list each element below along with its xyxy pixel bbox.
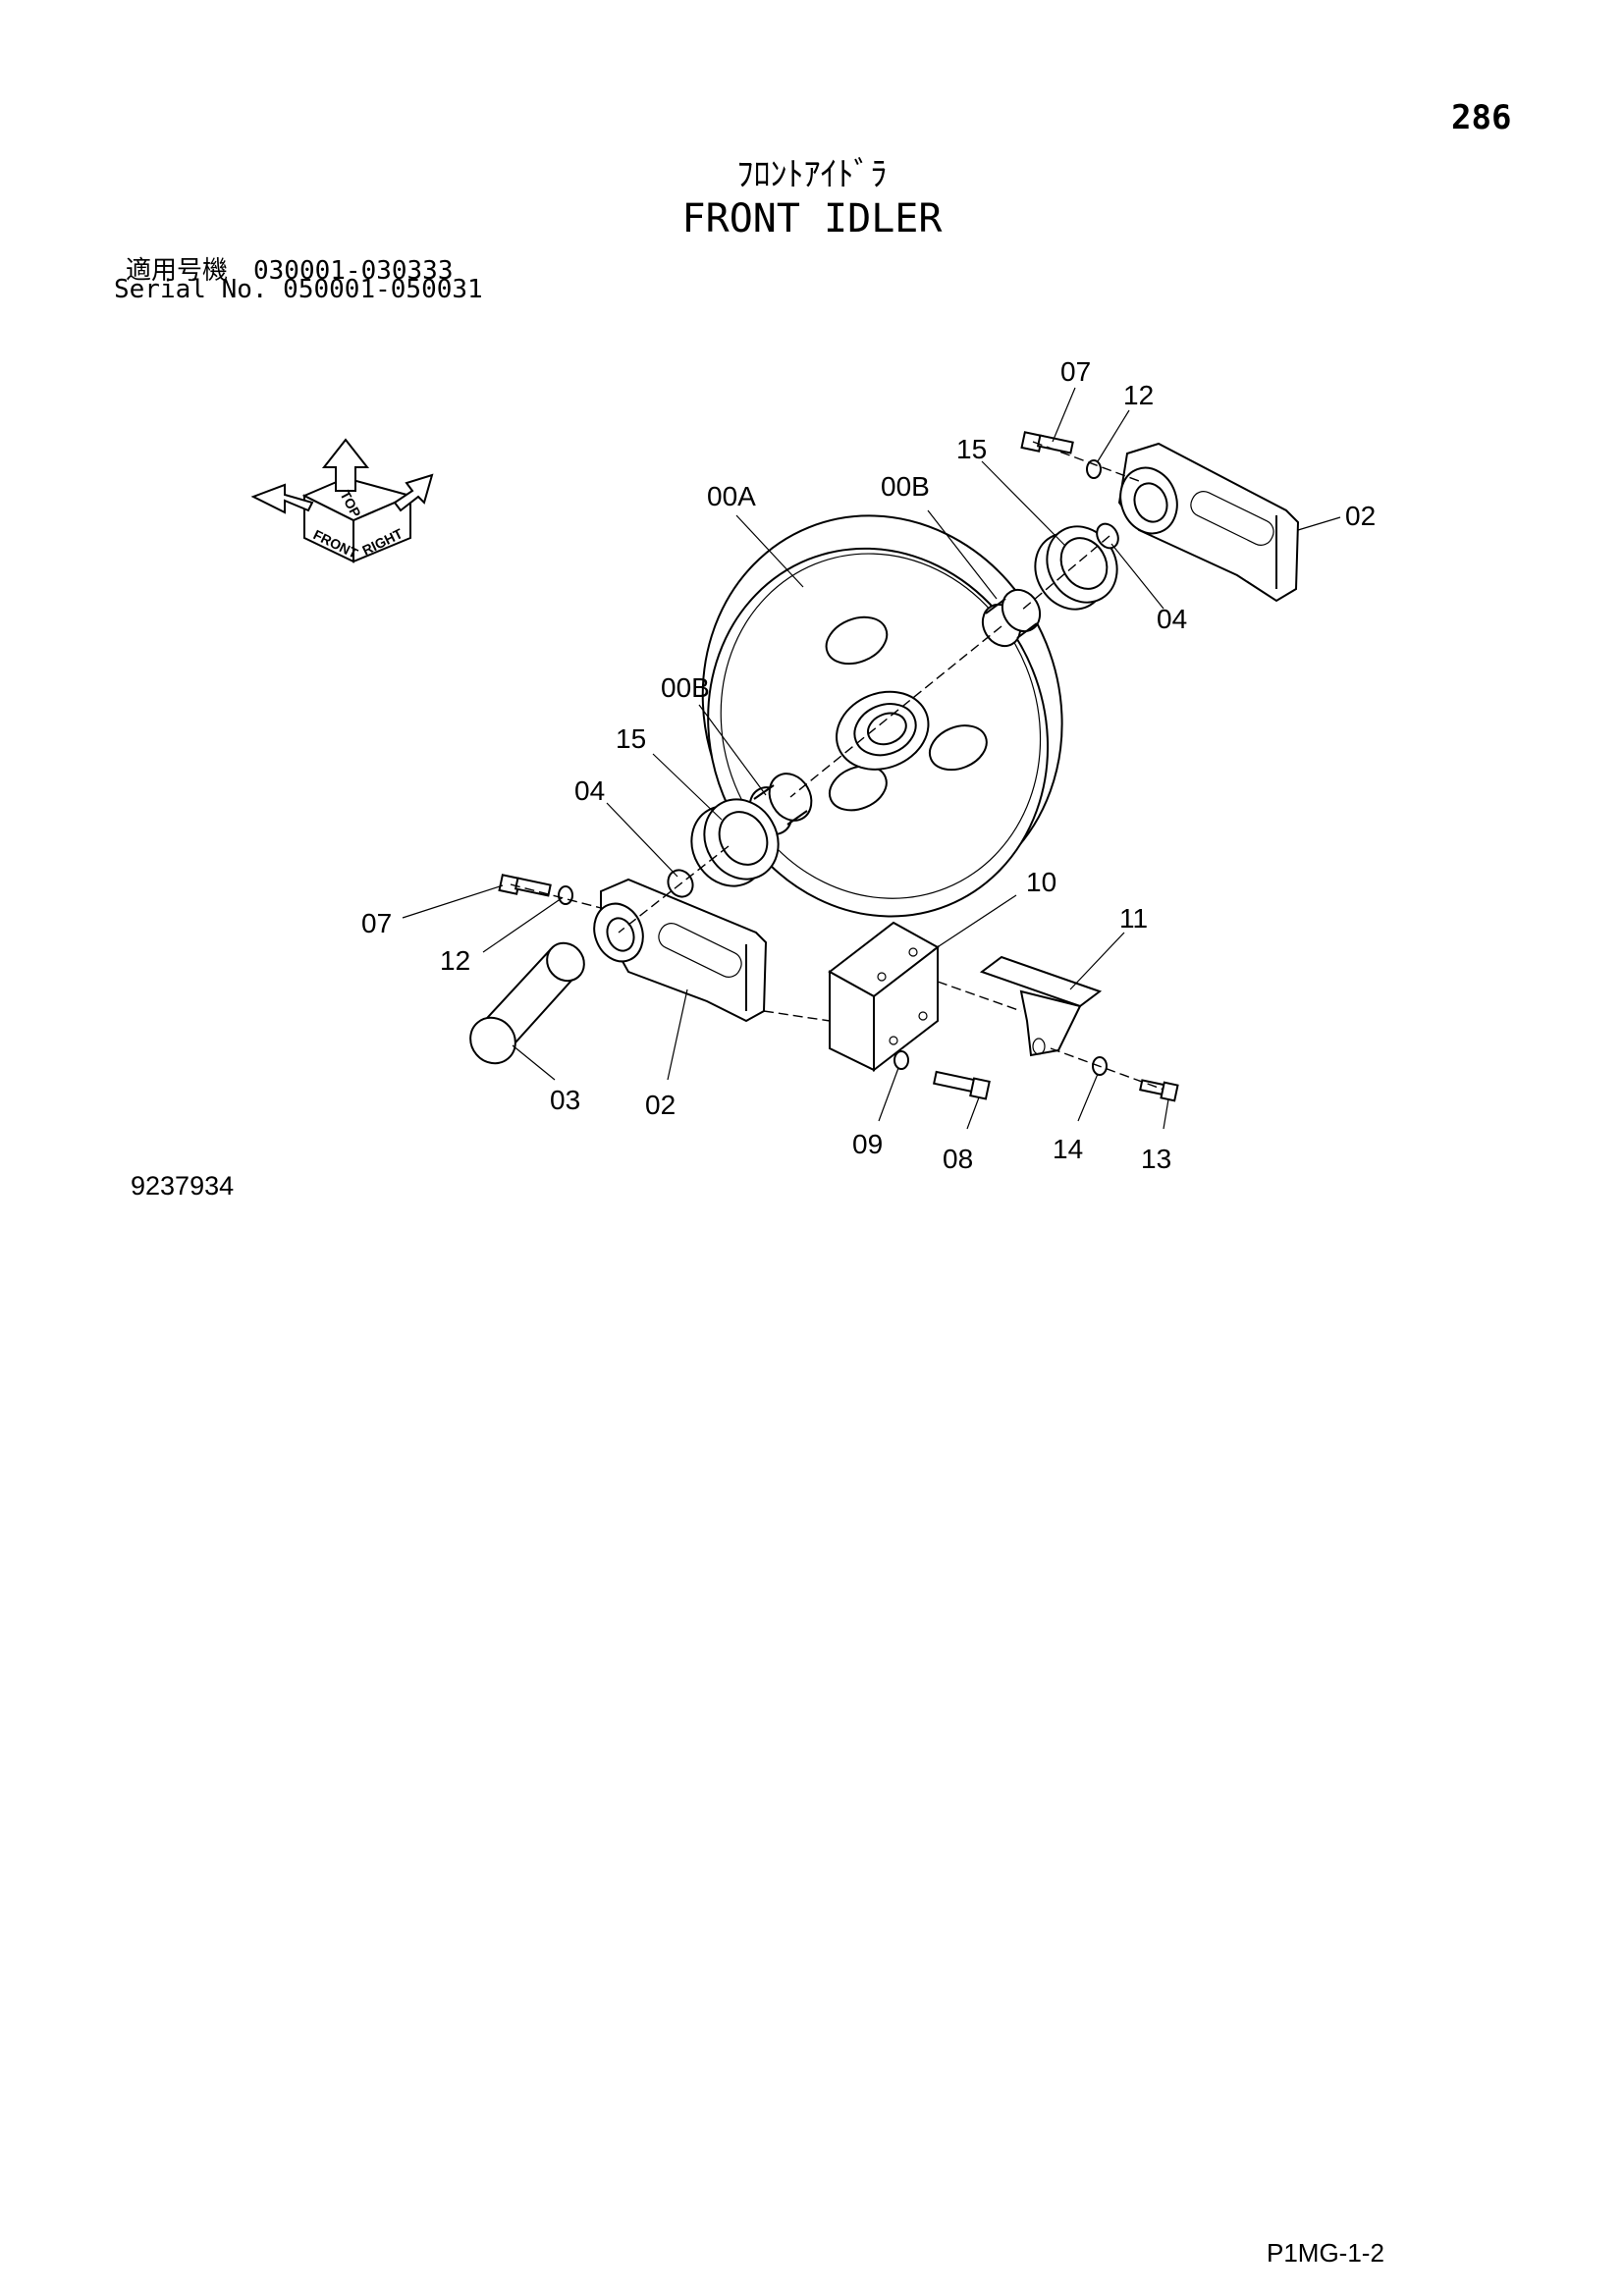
axis-line-left xyxy=(618,845,730,934)
callout-02-left: 02 xyxy=(645,1090,676,1120)
callout-09: 09 xyxy=(852,1129,883,1159)
callout-12-top: 12 xyxy=(1123,380,1154,410)
callout-15-left: 15 xyxy=(616,723,646,754)
bolt-cover xyxy=(1139,1079,1179,1102)
callout-03: 03 xyxy=(550,1085,580,1115)
axis-line-top xyxy=(1020,535,1110,612)
bolt-top xyxy=(1020,431,1074,454)
cover-plate xyxy=(979,955,1103,1057)
callout-02-right: 02 xyxy=(1345,501,1376,531)
washer-left xyxy=(558,885,573,905)
callout-08: 08 xyxy=(943,1144,973,1174)
callout-07-left: 07 xyxy=(361,908,392,938)
bolt-block xyxy=(933,1070,991,1100)
washer-top xyxy=(1086,459,1102,479)
callout-00B-left: 00B xyxy=(661,672,710,703)
callout-07-top: 07 xyxy=(1060,356,1091,387)
callout-15-top: 15 xyxy=(956,434,987,464)
callout-04-left: 04 xyxy=(574,775,605,806)
callout-14: 14 xyxy=(1053,1134,1083,1164)
axis-line-block xyxy=(763,1010,831,1022)
top-arrow-icon xyxy=(321,438,370,492)
page-number: 286 xyxy=(1451,98,1512,137)
drawing-number: 9237934 xyxy=(131,1171,235,1201)
axis-line-cover-bolt xyxy=(1050,1047,1164,1091)
callout-00A: 00A xyxy=(707,481,756,511)
block xyxy=(828,921,940,1073)
axis-line-left-bolt xyxy=(510,883,602,909)
title-japanese: ﾌﾛﾝﾄｱｲﾄﾞﾗ xyxy=(736,155,888,194)
page-code: P1MG-1-2 xyxy=(1267,2238,1384,2268)
callout-13: 13 xyxy=(1141,1144,1171,1174)
callout-12-left: 12 xyxy=(440,945,470,976)
callout-10: 10 xyxy=(1026,867,1056,897)
axis-line-cover xyxy=(937,981,1022,1012)
front-arrow-icon xyxy=(250,483,314,514)
callout-11: 11 xyxy=(1119,903,1148,934)
orientation-indicator: FRONT TOP RIGHT xyxy=(250,438,434,563)
axis-line-top-bolt xyxy=(1032,441,1140,482)
serial-range-jp: 適用号機 030001-030333 xyxy=(126,256,454,286)
washer-block xyxy=(893,1050,909,1070)
bushing-top xyxy=(981,588,1042,648)
serial-range-en: Serial No. 050001-050031 xyxy=(114,275,483,304)
bolt-left xyxy=(498,874,552,897)
leader-lines xyxy=(402,387,1341,1130)
bracket-left xyxy=(593,878,768,1023)
axis-line-centre xyxy=(789,625,1002,798)
page-title: FRONT IDLER xyxy=(681,196,943,241)
pin xyxy=(469,941,585,1065)
bracket-top xyxy=(1117,442,1300,603)
callout-00B-top: 00B xyxy=(881,471,930,502)
callout-04-right: 04 xyxy=(1157,604,1187,634)
right-arrow-icon xyxy=(393,473,434,512)
